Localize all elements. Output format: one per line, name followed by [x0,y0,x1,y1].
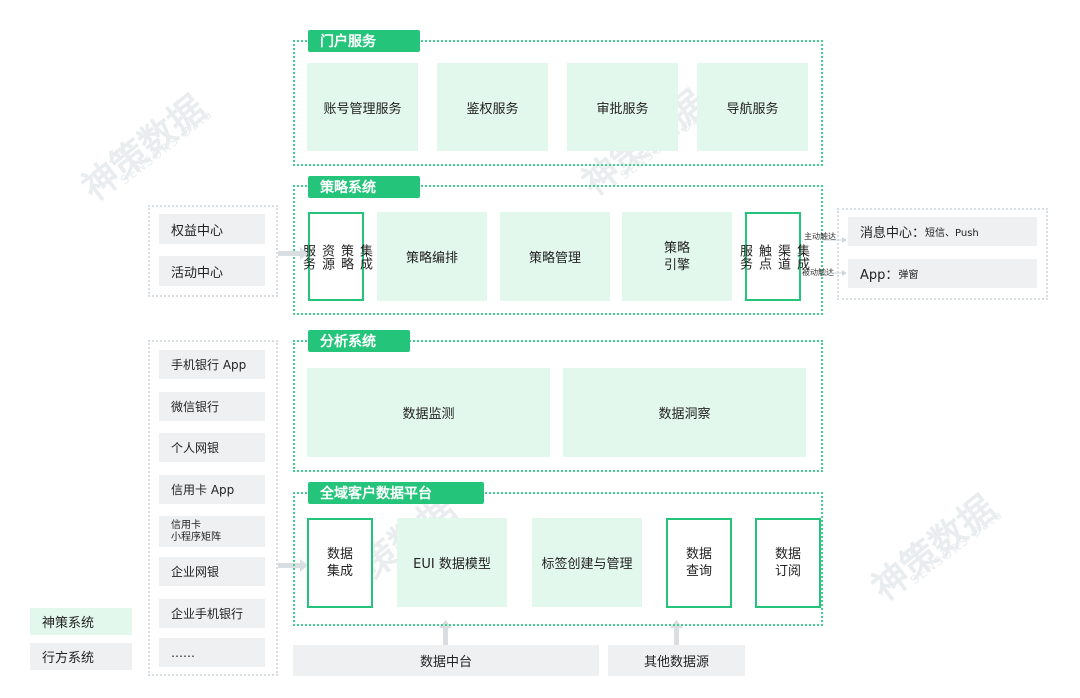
portal-item-approval: 审批服务 [567,63,678,151]
channel-touch-col: 渠道 [775,243,790,270]
cdp-title: 全域客户数据平台 [308,482,484,504]
data-middle-platform: 数据中台 [293,645,599,676]
portal-item-account: 账号管理服务 [307,63,418,151]
target-message-center: 消息中心： 短信、Push [848,217,1037,246]
strategy-integration-col: 策略 [338,243,353,270]
channel-touch-col: 触点 [756,243,771,270]
arrow-head [842,237,847,243]
arrow-head [300,559,308,572]
arrow-head [300,247,308,260]
right-target-group [837,208,1048,300]
strategy-integration-col: 资源 [319,243,334,270]
target-message-main: 消息中心： [860,226,926,241]
strategy-engine-line1: 策略 [663,240,690,256]
channel-creditcard-mini: 信用卡 小程序矩阵 [159,516,265,547]
analysis-insight: 数据洞察 [563,368,806,457]
cdp-integration-line2: 集成 [326,564,353,579]
portal-section [293,40,823,166]
strategy-engine: 策略 引擎 [622,212,732,301]
channel-corporate-ebank: 企业网银 [159,557,265,586]
channel-corporate-mobile: 企业手机银行 [159,599,265,628]
arrow-head [842,270,847,276]
passive-touch-label: 被动触达 [802,268,834,277]
cdp-query-line2: 查询 [685,564,712,579]
strategy-orchestration: 策略编排 [377,212,487,301]
cdp-subscribe-line1: 数据 [774,547,801,562]
target-app-sub: 弹窗 [898,270,919,281]
channel-touch-box: 集成 渠道 触点 服务 [737,212,809,301]
cdp-query-line1: 数据 [685,547,712,562]
channel-touch-col: 集成 [794,243,809,270]
portal-item-auth: 鉴权服务 [437,63,548,151]
channel-more: …… [159,638,265,667]
analysis-monitoring: 数据监测 [307,368,550,457]
analysis-section [293,340,823,472]
cdp-query: 数据 查询 [666,518,732,608]
left-item-activity: 活动中心 [159,256,265,286]
arrow-left-strategy [278,251,300,256]
arrow-left-cdp [278,563,300,568]
channel-creditcard-app: 信用卡 App [159,475,265,504]
strategy-integration-col: 服务 [300,243,315,270]
strategy-title: 策略系统 [308,176,420,198]
analysis-title: 分析系统 [308,330,410,352]
left-top-group [148,205,278,297]
arrow-up-middle [443,626,448,646]
cdp-eui-model: EUI 数据模型 [397,518,507,607]
strategy-section [293,185,823,315]
portal-item-nav: 导航服务 [697,63,808,151]
legend-bank: 行方系统 [30,643,132,670]
bank-channel-group [148,340,278,676]
active-touch-label: 主动触达 [804,232,836,241]
target-app-main: App： [860,268,899,283]
strategy-engine-line2: 引擎 [663,257,690,273]
cdp-subscribe: 数据 订阅 [755,518,821,608]
channel-creditcard-mini-line1: 信用卡 [171,519,201,531]
portal-title: 门户服务 [308,30,420,52]
cdp-integration: 数据 集成 [307,518,373,608]
channel-touch-col: 服务 [737,243,752,270]
legend-shence: 神策系统 [30,608,132,635]
left-item-rights: 权益中心 [159,214,265,244]
strategy-integration-box: 集成 策略 资源 服务 [300,212,372,301]
cdp-tag-management: 标签创建与管理 [532,518,642,607]
channel-creditcard-mini-line2: 小程序矩阵 [171,531,221,543]
arrow-up-other [674,626,679,646]
channel-personal-ebank: 个人网银 [159,433,265,462]
target-message-sub: 短信、Push [925,228,979,239]
cdp-integration-line1: 数据 [326,547,353,562]
cdp-subscribe-line2: 订阅 [774,564,801,579]
strategy-management: 策略管理 [500,212,610,301]
target-app: App： 弹窗 [848,259,1037,288]
cdp-section [293,492,823,626]
other-data-source: 其他数据源 [608,645,745,676]
strategy-integration-col: 集成 [357,243,372,270]
channel-wechat: 微信银行 [159,392,265,421]
channel-mobile-app: 手机银行 App [159,350,265,379]
